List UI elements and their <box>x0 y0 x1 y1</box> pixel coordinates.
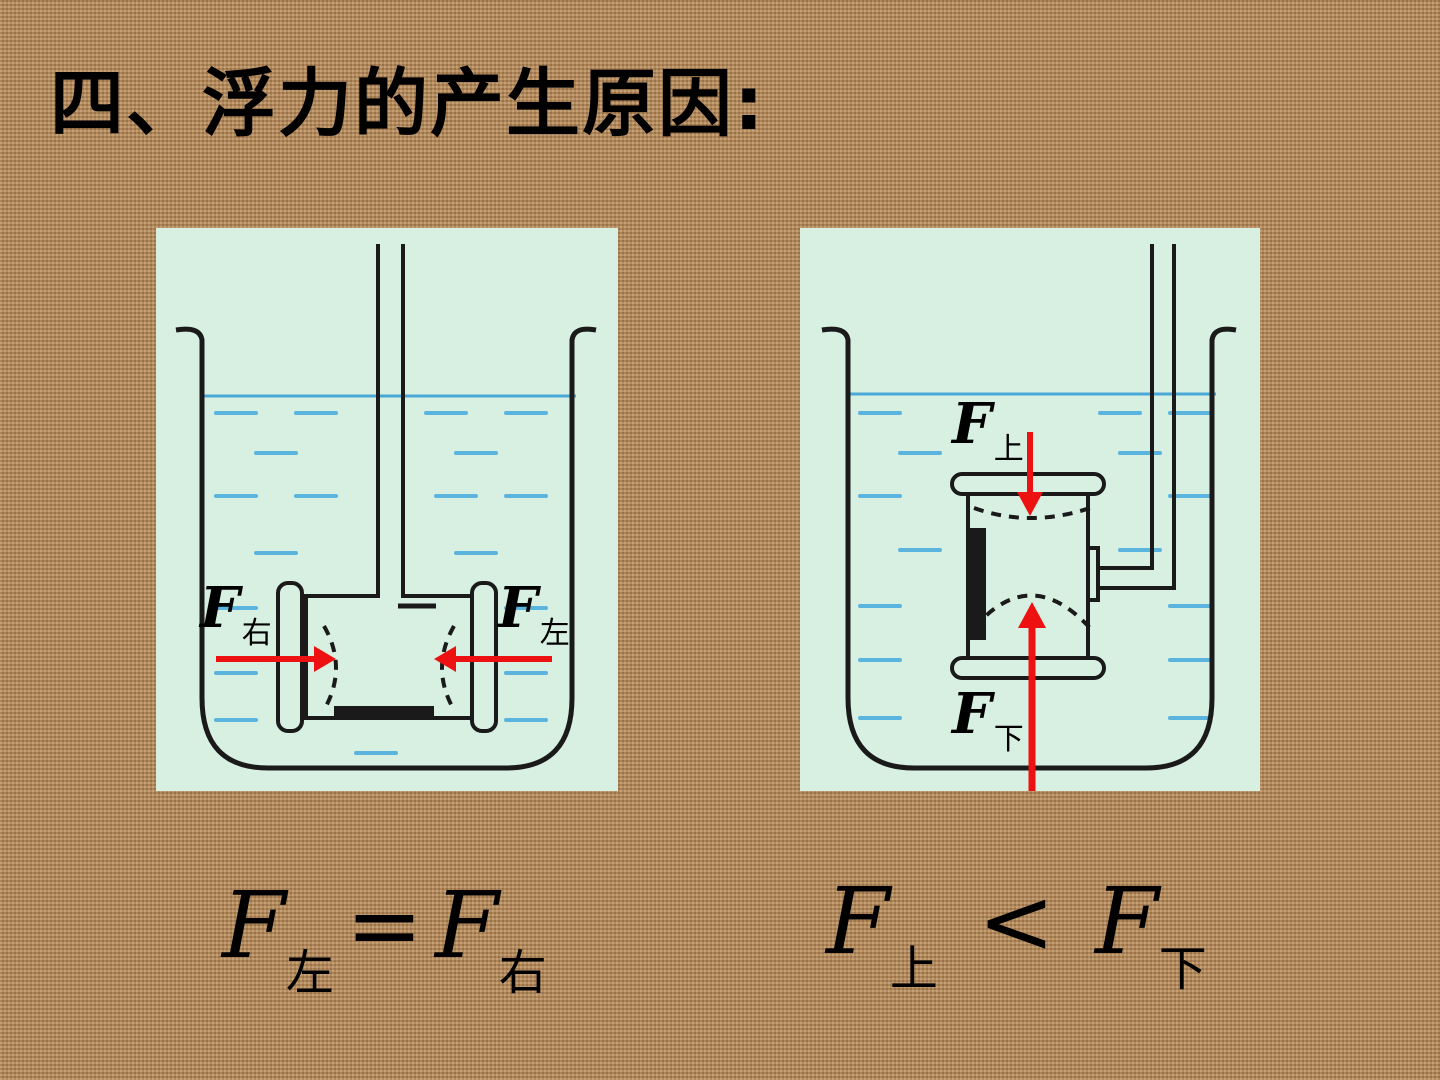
bottom-strip <box>334 706 434 720</box>
right-beaker-drawing <box>821 244 1237 791</box>
side-tube <box>1098 244 1176 590</box>
bottom-flange <box>950 656 1106 680</box>
force-right-label: F右 <box>200 575 272 651</box>
equation-top-bottom-inequality: F上<F下 <box>826 868 1207 997</box>
bottom-membrane <box>972 593 1092 630</box>
left-beaker-diagram: F右 F左 <box>156 228 618 791</box>
water-dashes <box>214 411 548 755</box>
right-membrane <box>440 625 456 711</box>
left-beaker-drawing <box>175 244 597 771</box>
force-left-label: F左 <box>498 575 570 651</box>
equation-left-right-balance: F左=F右 <box>222 872 547 1001</box>
left-membrane <box>322 625 338 711</box>
cylinder-shading <box>970 528 986 640</box>
top-membrane <box>973 506 1091 520</box>
beaker-outline <box>175 326 597 771</box>
page-title: 四、浮力的产生原因: <box>50 61 766 147</box>
water-dashes <box>858 411 1212 720</box>
right-beaker-diagram: F上 F下 <box>800 228 1260 791</box>
force-top-label: F上 <box>952 391 1024 467</box>
force-bottom-label: F下 <box>952 681 1024 757</box>
